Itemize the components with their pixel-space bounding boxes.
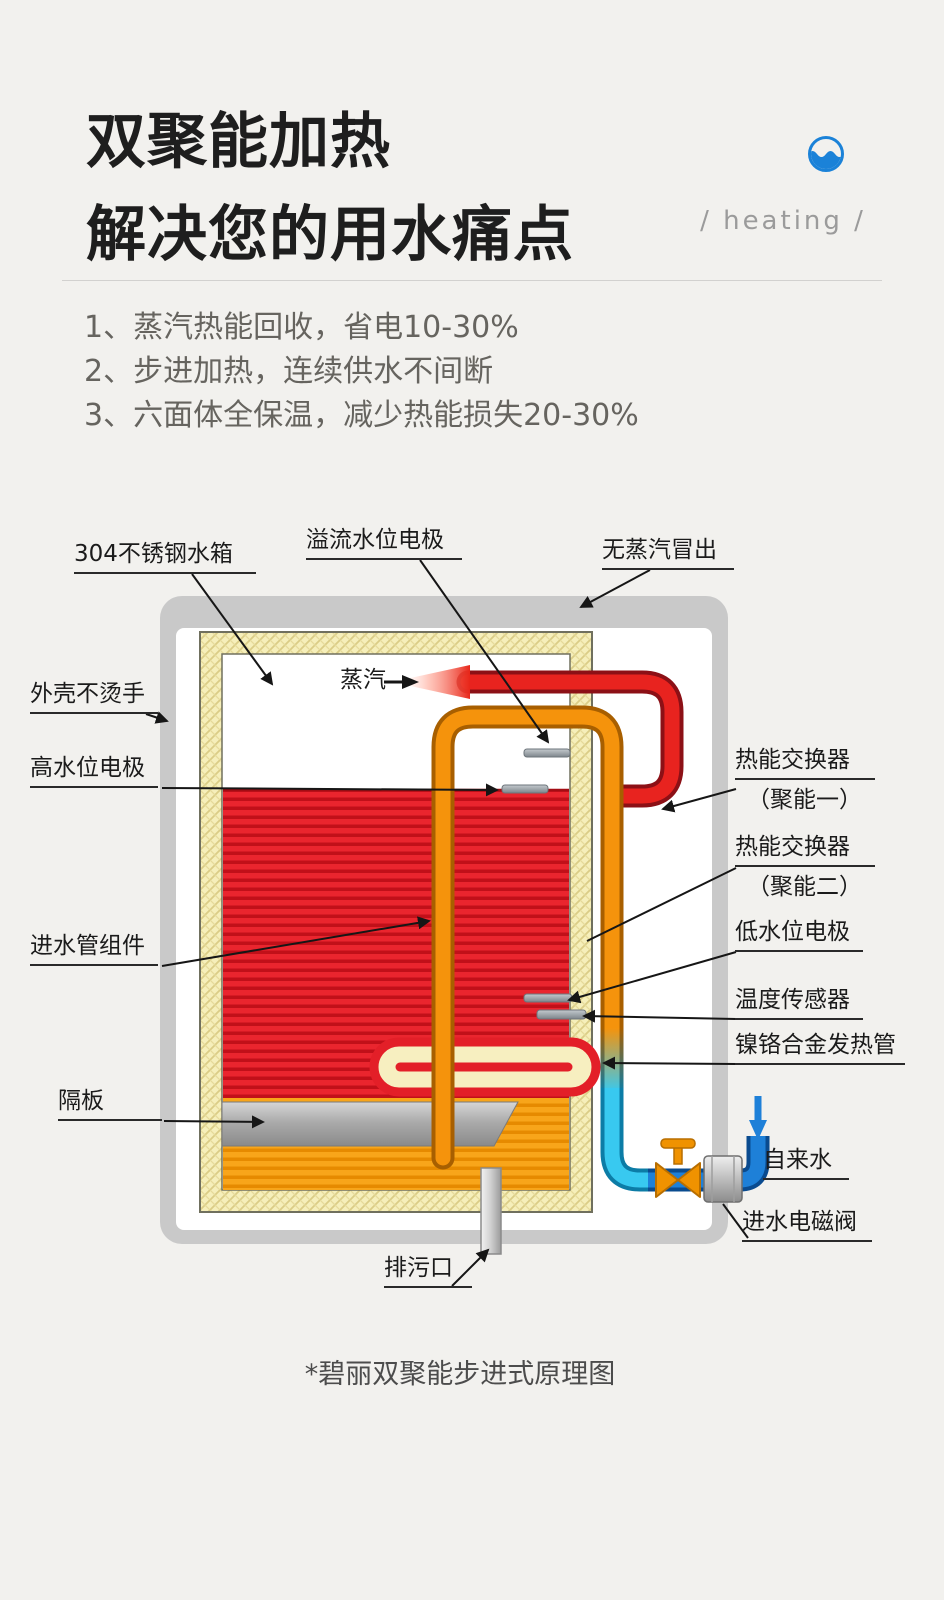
label-tank: 304不锈钢水箱 [74,540,256,574]
label-heat-exchanger-1-sub: （聚能一） [747,787,862,813]
low-electrode [523,993,573,1003]
electrodes [501,748,587,1020]
label-low-electrode: 低水位电极 [735,918,863,952]
label-inlet-valve: 进水电磁阀 [742,1208,872,1242]
label-heat-exchanger-1: 热能交换器 [735,746,875,780]
flow-in-arrow [749,1096,767,1140]
label-overflow-electrode: 溢流水位电极 [306,526,462,560]
high-electrode [501,784,549,794]
label-temp-sensor: 温度传感器 [735,986,863,1020]
overflow-electrode [523,748,571,758]
feature-item: 3、六面体全保温，减少热能损失20-30% [84,398,639,433]
inlet-valve [655,1138,701,1198]
divider-line [62,280,882,281]
label-inlet-pipe: 进水管组件 [30,932,158,966]
inlet-pipe-assembly [431,705,650,1192]
steam-jet [392,665,470,699]
label-shell: 外壳不烫手 [30,680,158,714]
solenoid-valve [703,1155,743,1203]
title-line1: 双聚能加热 [86,107,391,177]
drain-pipe [480,1167,502,1255]
heating-element [369,1037,601,1097]
feature-item: 1、蒸汽热能回收，省电10-30% [84,310,519,345]
label-partition: 隔板 [58,1087,162,1121]
label-no-steam: 无蒸汽冒出 [602,536,734,570]
feature-list: 1、蒸汽热能回收，省电10-30% 2、步进加热，连续供水不间断 3、六面体全保… [84,306,639,438]
temp-sensor [536,1009,587,1020]
label-steam: 蒸汽 [340,667,386,693]
steam-pipe [456,670,684,808]
water-wave-icon [808,136,844,172]
label-drain: 排污口 [384,1254,472,1288]
feature-item: 2、步进加热，连续供水不间断 [84,354,494,389]
steam-arrow [384,675,419,689]
label-heater-tube: 镍铬合金发热管 [735,1031,905,1065]
label-high-electrode: 高水位电极 [30,754,158,788]
diagram-caption: *碧丽双聚能步进式原理图 [304,1359,616,1390]
label-heat-exchanger-2: 热能交换器 [735,833,875,867]
label-heat-exchanger-2-sub: （聚能二） [747,874,862,900]
partition-plate [221,1101,519,1147]
label-tap-water: 自来水 [763,1146,849,1180]
leader-lines [145,559,749,1287]
title-line2: 解决您的用水痛点 [86,200,574,270]
page-title: 双聚能加热 解决您的用水痛点 [86,96,574,282]
tagline-heating: / heating / [700,206,866,236]
